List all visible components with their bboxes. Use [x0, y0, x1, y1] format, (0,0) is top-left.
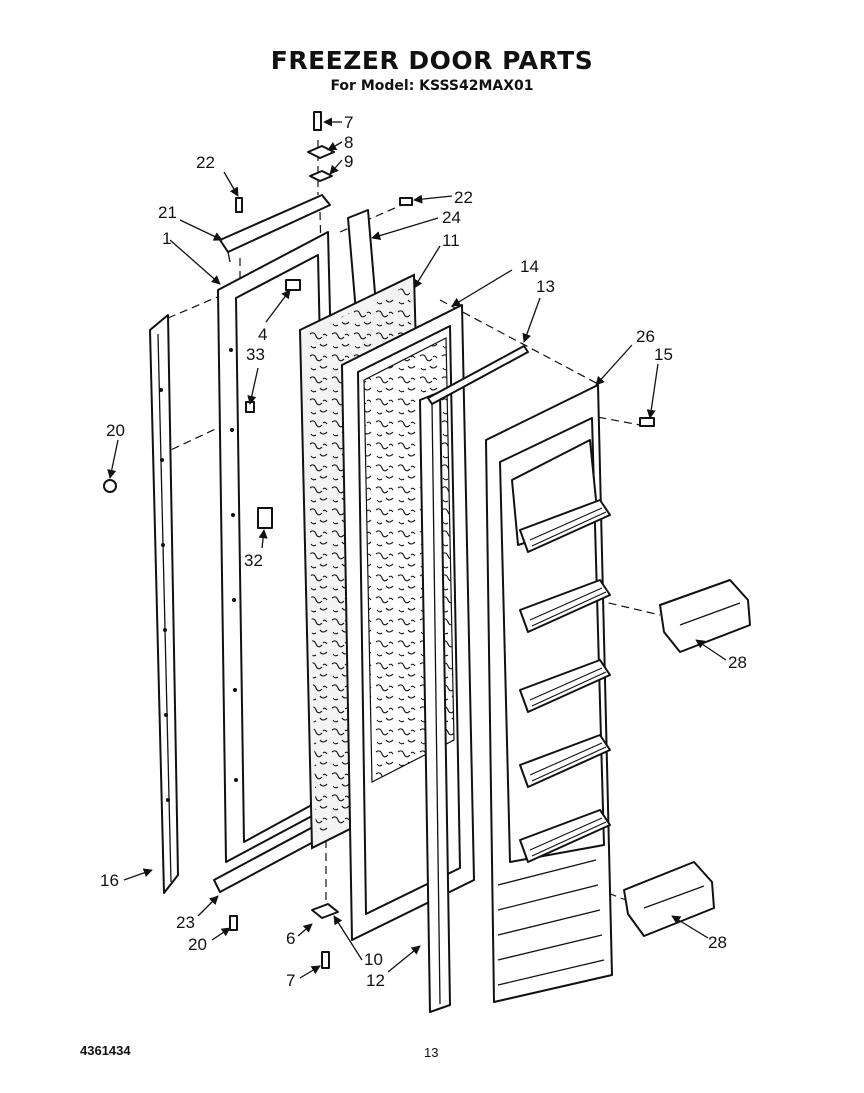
callout-14: 14: [520, 257, 539, 276]
callout-24: 24: [442, 208, 461, 227]
part-14-door-gasket: [341, 304, 475, 941]
part-28-bin-lower: [623, 861, 715, 937]
callout-13: 13: [536, 277, 555, 296]
callout-9: 9: [344, 152, 353, 171]
document-number: 4361434: [80, 1043, 131, 1058]
leader-lines: [107, 117, 727, 979]
callout-21: 21: [158, 203, 177, 222]
callout-7-top: 7: [344, 113, 353, 132]
callout-20-lower: 20: [188, 935, 207, 954]
callout-22-right: 22: [454, 188, 473, 207]
callout-15: 15: [654, 345, 673, 364]
callout-32: 32: [244, 551, 263, 570]
callout-33: 33: [246, 345, 265, 364]
callout-10: 10: [364, 950, 383, 969]
page-number: 13: [424, 1045, 439, 1060]
callout-16: 16: [100, 871, 119, 890]
page-title: FREEZER DOOR PARTS: [270, 46, 594, 75]
callout-1: 1: [162, 229, 171, 248]
part-28-bin-upper: [659, 579, 751, 653]
part-21-top-bracket: [219, 194, 331, 263]
callout-8: 8: [344, 133, 353, 152]
part-13-retainer-bar: [427, 345, 529, 405]
callout-12: 12: [366, 971, 385, 990]
callout-28-upper: 28: [728, 653, 747, 672]
part-16-trim-strip: [149, 314, 179, 894]
hardware: [103, 111, 655, 969]
door-liner: [485, 384, 613, 1003]
callout-22-left: 22: [196, 153, 215, 172]
callout-4: 4: [258, 325, 267, 344]
callout-28-lower: 28: [708, 933, 727, 952]
callout-26: 26: [636, 327, 655, 346]
callout-11: 11: [442, 231, 460, 250]
callout-23: 23: [176, 913, 195, 932]
callout-6: 6: [286, 929, 295, 948]
callout-labels: 7 8 9 22 22 21 24 1 11 14 13 4 26 15 33 …: [100, 113, 747, 990]
alignment-lines: [159, 140, 661, 905]
callout-20-upper: 20: [106, 421, 125, 440]
callout-7-bottom: 7: [286, 971, 295, 990]
model-subtitle: For Model: KSSS42MAX01: [330, 78, 534, 94]
